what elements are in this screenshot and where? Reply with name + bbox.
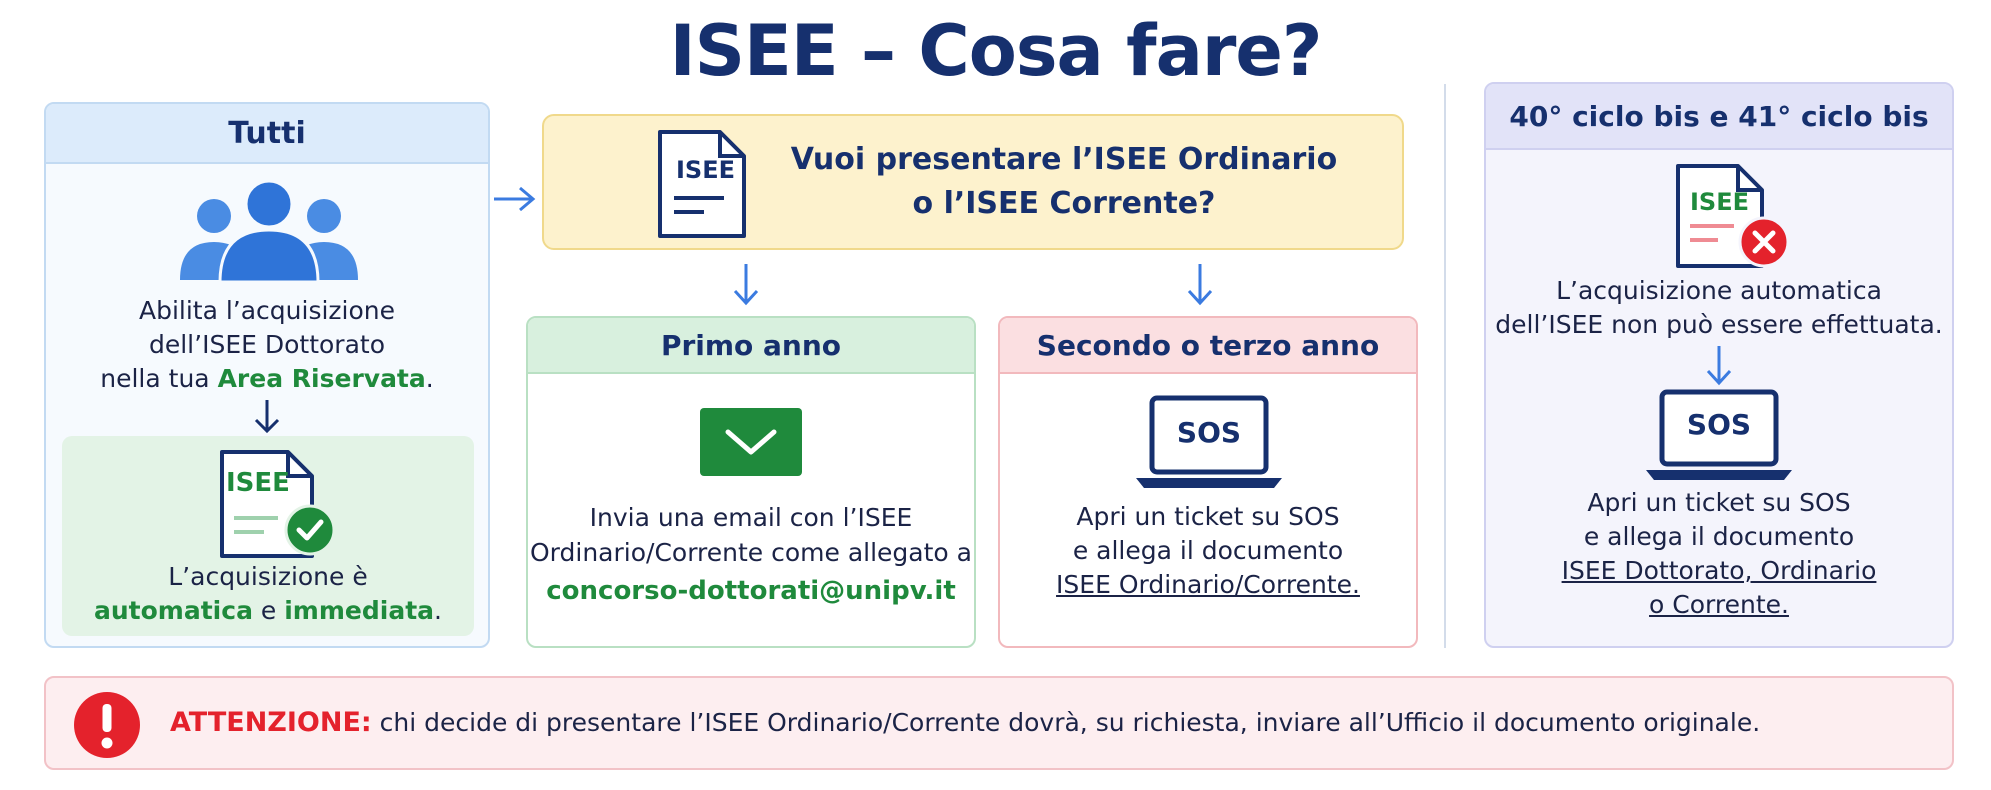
email-link[interactable]: concorso-dottorati@unipv.it bbox=[546, 576, 956, 606]
question-doc-label: ISEE bbox=[676, 156, 736, 184]
primo-line-1: Invia una email con l’ISEE bbox=[589, 503, 913, 532]
primo-line-2: Ordinario/Corrente come allegato a bbox=[530, 538, 972, 567]
panel-tutti: Tutti Abilita l’acquisizione dell’ISEE D… bbox=[44, 102, 490, 648]
panel-ciclo-header: 40° ciclo bis e 41° ciclo bis bbox=[1486, 84, 1952, 150]
ciclo-screen-label: SOS bbox=[1686, 408, 1752, 441]
arrow-down-ciclo-icon bbox=[1706, 346, 1732, 386]
secondo-screen-label: SOS bbox=[1176, 416, 1242, 449]
warning-banner: ATTENZIONE: chi decide di presentare l’I… bbox=[44, 676, 1954, 770]
panel-ciclo-bis: 40° ciclo bis e 41° ciclo bis ISEE L’acq… bbox=[1484, 82, 1954, 648]
vertical-divider bbox=[1444, 84, 1446, 648]
ciclo-line-1: L’acquisizione automatica bbox=[1556, 276, 1882, 305]
laptop-ciclo-icon bbox=[1646, 389, 1792, 480]
automatic-line-2: automatica e immediata. bbox=[94, 596, 442, 625]
email-icon bbox=[700, 408, 802, 476]
isee-doc-label: ISEE bbox=[226, 468, 290, 498]
tutti-line-3: nella tua Area Riservata. bbox=[100, 364, 434, 393]
secondo-line-1: Apri un ticket su SOS bbox=[1076, 502, 1340, 531]
area-riservata-link[interactable]: Area Riservata bbox=[217, 364, 426, 393]
arrow-down-secondo-icon bbox=[1187, 264, 1213, 306]
panel-primo-anno: Primo anno Invia una email con l’ISEE Or… bbox=[526, 316, 976, 648]
ciclo-line-3: Apri un ticket su SOS bbox=[1587, 488, 1851, 517]
ciclo-doc-label: ISEE bbox=[1690, 188, 1750, 216]
panel-secondo-header: Secondo o terzo anno bbox=[1000, 318, 1416, 374]
warning-label: ATTENZIONE: bbox=[170, 707, 372, 738]
page-title: ISEE – Cosa fare? bbox=[669, 10, 1323, 92]
panel-secondo-terzo-anno: Secondo o terzo anno SOS Apri un ticket … bbox=[998, 316, 1418, 648]
automatic-acquisition-box: ISEE L’acquisizione è automatica e immed… bbox=[62, 436, 474, 636]
ciclo-line-6: o Corrente. bbox=[1649, 590, 1789, 619]
question-line-1: Vuoi presentare l’ISEE Ordinario bbox=[790, 142, 1338, 177]
isee-document-icon bbox=[658, 130, 746, 238]
question-box: ISEE Vuoi presentare l’ISEE Ordinario o … bbox=[542, 114, 1404, 250]
isee-document-check-icon bbox=[220, 450, 336, 558]
isee-document-error-icon bbox=[1676, 164, 1790, 268]
question-line-2: o l’ISEE Corrente? bbox=[912, 186, 1216, 221]
secondo-line-2: e allega il documento bbox=[1072, 536, 1344, 565]
ciclo-line-2: dell’ISEE non può essere effettuata. bbox=[1495, 310, 1943, 339]
warning-text: chi decide di presentare l’ISEE Ordinari… bbox=[371, 708, 1761, 737]
laptop-icon bbox=[1136, 395, 1282, 488]
secondo-line-3: ISEE Ordinario/Corrente. bbox=[1056, 570, 1360, 599]
alert-icon bbox=[74, 692, 140, 758]
ciclo-line-5: ISEE Dottorato, Ordinario bbox=[1561, 556, 1877, 585]
ciclo-line-4: e allega il documento bbox=[1583, 522, 1855, 551]
panel-tutti-header: Tutti bbox=[46, 104, 488, 164]
tutti-line-2: dell’ISEE Dottorato bbox=[148, 330, 385, 359]
users-icon bbox=[180, 180, 358, 282]
panel-primo-header: Primo anno bbox=[528, 318, 974, 374]
tutti-line-1: Abilita l’acquisizione bbox=[138, 296, 396, 325]
automatic-line-1: L’acquisizione è bbox=[168, 562, 368, 591]
arrow-down-icon bbox=[254, 400, 280, 434]
arrow-down-primo-icon bbox=[733, 264, 759, 306]
arrow-right-icon bbox=[494, 186, 536, 212]
